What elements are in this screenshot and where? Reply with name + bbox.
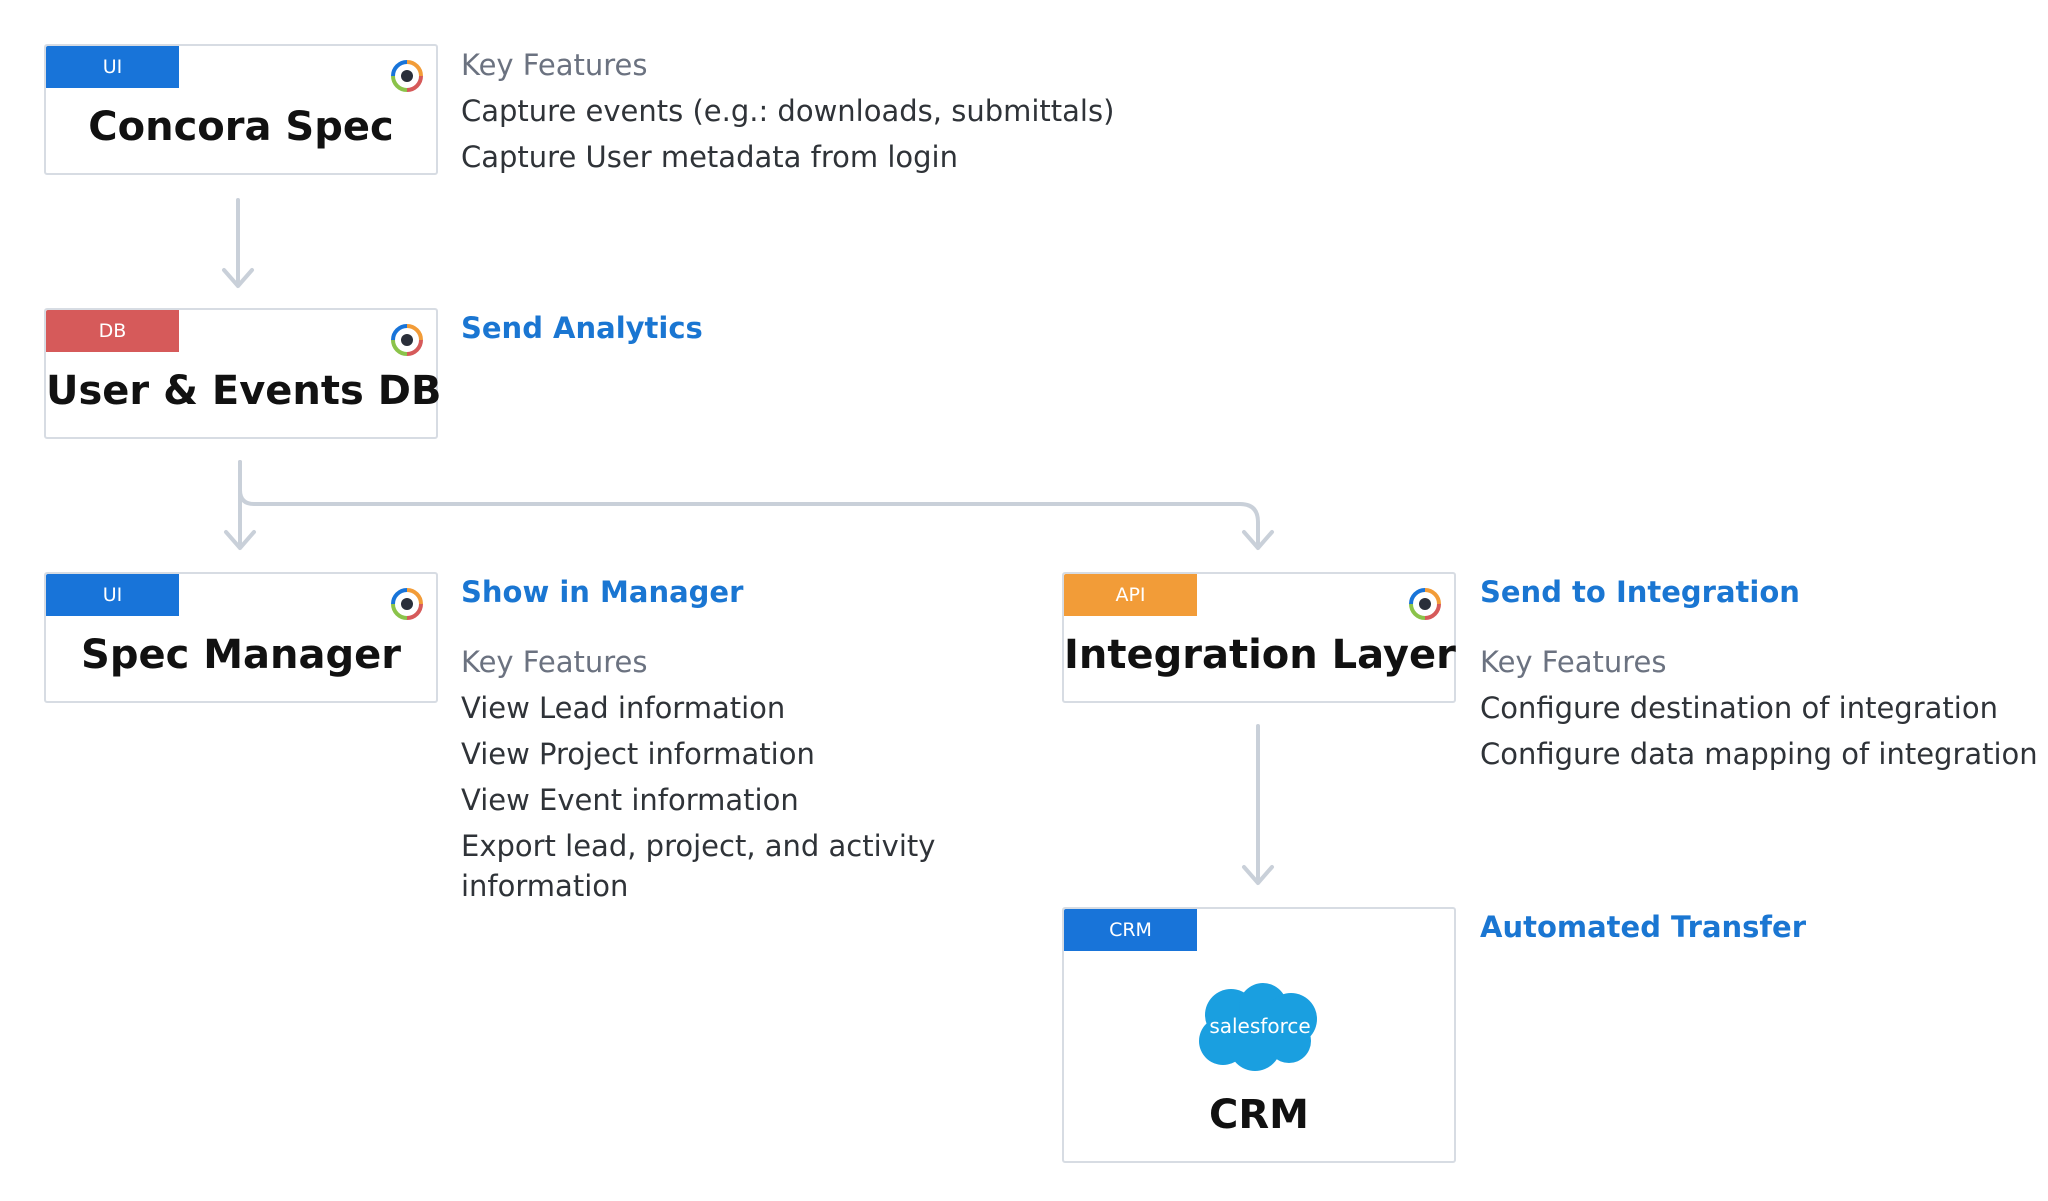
description-heading: Send to Integration xyxy=(1480,575,1800,609)
concora-logo-icon xyxy=(391,588,423,620)
node-title: CRM xyxy=(1209,1092,1309,1138)
arrow-spec-to-db xyxy=(222,198,254,288)
node-tag-ui: UI xyxy=(46,46,179,88)
node-title: Integration Layer xyxy=(1064,632,1456,678)
key-features-label: Key Features xyxy=(461,48,648,82)
key-features-label: Key Features xyxy=(461,645,648,679)
description-spec-manager: Show in Manager Key Features View Lead i… xyxy=(461,575,981,906)
arrow-db-to-integration xyxy=(238,460,1274,550)
description-heading: Send Analytics xyxy=(461,311,703,345)
feature-item: View Lead information xyxy=(461,691,786,725)
node-title: User & Events DB xyxy=(46,368,442,414)
description-crm: Automated Transfer xyxy=(1480,910,1806,974)
node-user-events-db[interactable]: DB User & Events DB xyxy=(44,308,442,439)
concora-logo-icon xyxy=(391,60,423,92)
feature-item: Configure destination of integration xyxy=(1480,691,1998,725)
feature-item: View Project information xyxy=(461,737,815,771)
node-title: Concora Spec xyxy=(88,104,394,150)
node-title: Spec Manager xyxy=(81,632,401,678)
description-heading: Show in Manager xyxy=(461,575,744,609)
salesforce-logo-text: salesforce xyxy=(1209,1014,1310,1038)
feature-item: Capture events (e.g.: downloads, submitt… xyxy=(461,94,1115,128)
node-spec-manager[interactable]: UI Spec Manager xyxy=(44,572,438,703)
key-features-label: Key Features xyxy=(1480,645,1667,679)
description-user-events-db: Send Analytics xyxy=(461,311,703,375)
feature-item: Capture User metadata from login xyxy=(461,140,958,174)
feature-item: Export lead, project, and activity infor… xyxy=(461,829,936,903)
node-tag-api: API xyxy=(1064,574,1197,616)
description-integration-layer: Send to Integration Key Features Configu… xyxy=(1480,575,2038,777)
node-tag-ui: UI xyxy=(46,574,179,616)
node-concora-spec[interactable]: UI Concora Spec xyxy=(44,44,438,175)
node-crm[interactable]: CRM salesforce CRM xyxy=(1062,907,1456,1163)
description-heading: Automated Transfer xyxy=(1480,910,1807,944)
node-tag-crm: CRM xyxy=(1064,909,1197,951)
feature-item: Configure data mapping of integration xyxy=(1480,737,2038,771)
concora-logo-icon xyxy=(1409,588,1441,620)
salesforce-logo-icon: salesforce xyxy=(1199,983,1317,1071)
feature-item: View Event information xyxy=(461,783,799,817)
concora-logo-icon xyxy=(391,324,423,356)
node-integration-layer[interactable]: API Integration Layer xyxy=(1062,572,1456,703)
arrow-integration-to-crm xyxy=(1242,724,1274,885)
description-concora-spec: Key Features Capture events (e.g.: downl… xyxy=(461,42,1114,180)
node-tag-db: DB xyxy=(46,310,179,352)
